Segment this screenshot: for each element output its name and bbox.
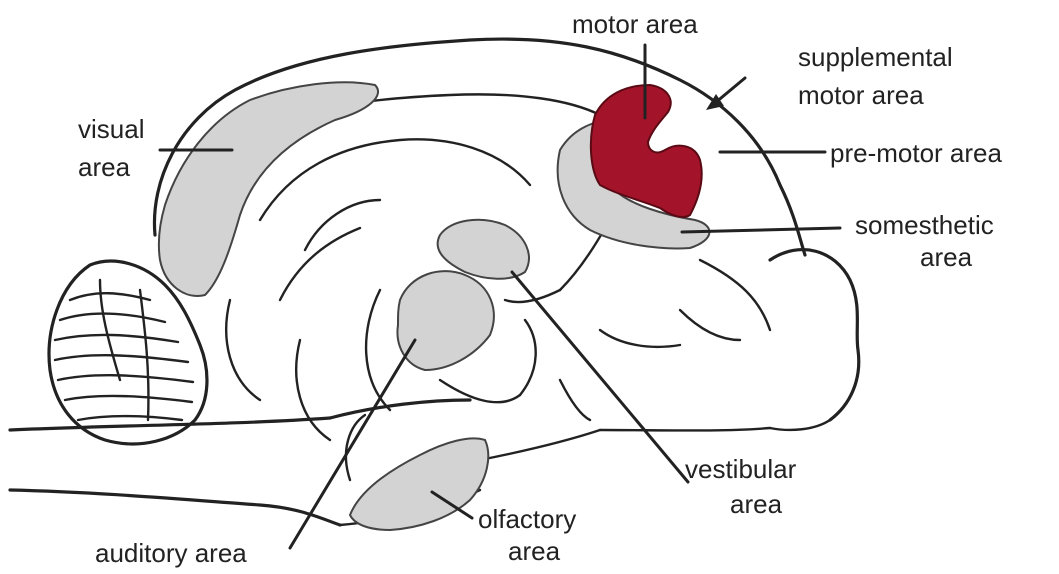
label-visual-line2: area [78, 152, 131, 182]
labels: motor area supplemental motor area visua… [78, 9, 1002, 568]
vestibular-area-region [438, 220, 529, 279]
label-olfactory-line1: olfactory [478, 504, 576, 534]
label-olfactory-line2: area [508, 536, 561, 566]
label-somesthetic-line2: area [920, 242, 973, 272]
visual-area-region [159, 82, 378, 296]
label-vestibular-line2: area [730, 489, 783, 519]
label-somesthetic-line1: somesthetic [855, 210, 994, 240]
label-supplemental-line2: motor area [798, 80, 924, 110]
leader-vestibular [512, 272, 688, 482]
auditory-area-region [397, 271, 493, 370]
label-premotor-area: pre-motor area [830, 138, 1002, 168]
label-motor-area: motor area [572, 9, 698, 39]
label-visual-line1: visual [78, 114, 144, 144]
label-auditory-area: auditory area [95, 538, 247, 568]
label-vestibular-line1: vestibular [685, 454, 797, 484]
label-supplemental-line1: supplemental [798, 42, 953, 72]
